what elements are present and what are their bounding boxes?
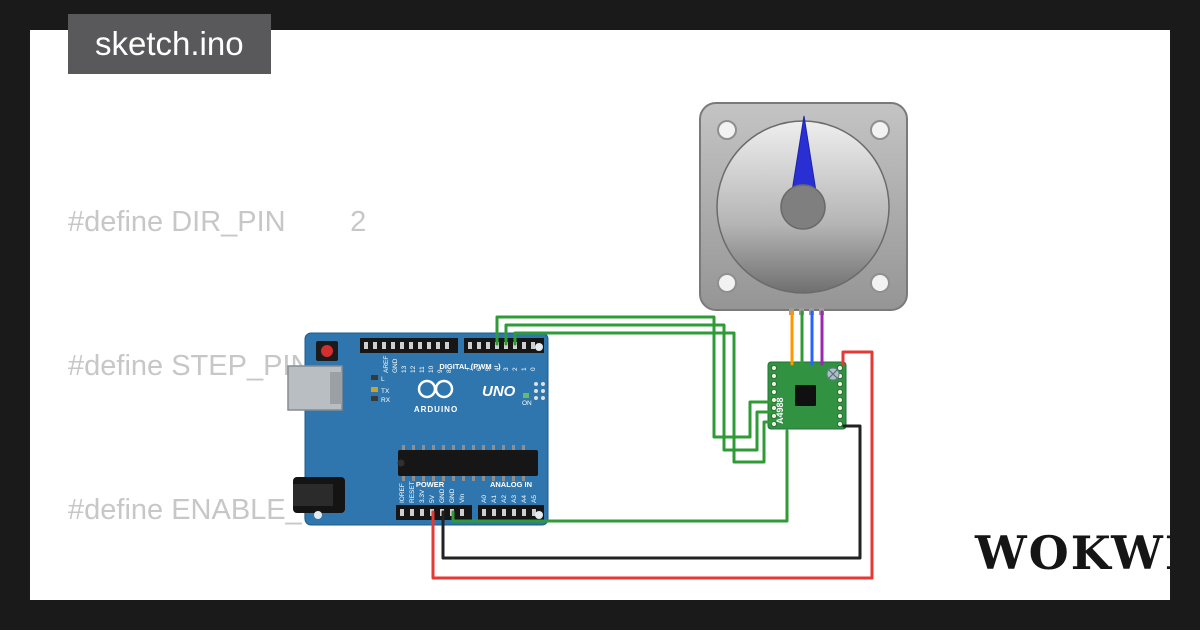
svg-text:2: 2	[512, 367, 519, 371]
a4988-driver[interactable]: A4988	[767, 361, 847, 430]
svg-text:A2: A2	[501, 495, 508, 503]
mounting-holes	[314, 343, 543, 519]
arduino-uno[interactable]: AREF GND 13 12 11 10 9 8 7 6 5 4 3 2 1 0	[287, 332, 549, 526]
power-jack-opening	[293, 484, 333, 506]
svg-text:GND: GND	[449, 488, 456, 503]
svg-text:13: 13	[401, 365, 408, 373]
svg-text:AREF: AREF	[383, 356, 390, 373]
svg-text:10: 10	[428, 365, 435, 373]
svg-text:Vin: Vin	[459, 493, 466, 503]
usb-lip	[330, 372, 342, 404]
svg-text:7: 7	[467, 367, 474, 371]
motor-screw-holes	[717, 120, 890, 293]
svg-text:GND: GND	[392, 358, 399, 373]
wires	[431, 310, 874, 580]
svg-text:12: 12	[410, 365, 417, 373]
a4988-potentiometer[interactable]	[826, 367, 840, 381]
led-tx-icon	[371, 387, 378, 392]
svg-text:5: 5	[485, 367, 492, 371]
analog-header	[478, 505, 544, 520]
a4988-pins-left	[771, 364, 778, 427]
digital-pin-labels: AREF GND 13 12 11 10 9 8 7 6 5 4 3 2 1 0	[383, 356, 537, 373]
svg-text:3.3V: 3.3V	[419, 489, 426, 503]
wire-gnd-black[interactable]	[441, 424, 862, 560]
analog-header-label: ANALOG IN	[490, 480, 532, 489]
svg-text:4: 4	[494, 367, 501, 371]
svg-text:GND: GND	[439, 488, 446, 503]
wire-gnd-green[interactable]	[451, 429, 789, 523]
led-on-icon	[523, 393, 529, 398]
svg-text:RX: RX	[381, 397, 391, 404]
a4988-pins-right	[837, 364, 844, 427]
svg-text:A4: A4	[521, 495, 528, 503]
stepper-motor[interactable]	[699, 102, 908, 315]
svg-text:RESET: RESET	[409, 481, 416, 503]
svg-text:0: 0	[530, 367, 537, 371]
svg-text:ON: ON	[522, 400, 532, 407]
motor-shaft	[780, 184, 826, 230]
svg-text:A1: A1	[491, 495, 498, 503]
svg-text:11: 11	[419, 366, 426, 373]
arduino-board	[304, 332, 549, 526]
wire-dir-green[interactable]	[513, 331, 773, 464]
svg-text:9: 9	[437, 369, 444, 373]
svg-text:3: 3	[503, 367, 510, 371]
svg-text:L: L	[381, 376, 385, 383]
svg-text:8: 8	[446, 369, 453, 373]
bottom-pin-labels: IOREF RESET 3.3V 5V GND GND Vin A0 A1 A2…	[399, 481, 538, 503]
wokwi-logo: WOKWI	[975, 526, 1170, 580]
status-leds: L TX RX ON	[371, 375, 532, 407]
brand-label: ARDUINO	[414, 405, 458, 414]
svg-text:A0: A0	[481, 495, 488, 503]
power-header-label: POWER	[416, 480, 445, 489]
svg-text:IOREF: IOREF	[399, 483, 406, 503]
wire-5v-red[interactable]	[431, 350, 874, 580]
svg-text:5V: 5V	[429, 494, 436, 503]
arduino-logo-icon	[417, 379, 454, 399]
led-rx-icon	[371, 396, 378, 401]
diagram-layer: AREF GND 13 12 11 10 9 8 7 6 5 4 3 2 1 0	[287, 102, 908, 580]
sketch-tab[interactable]: sketch.ino	[68, 14, 271, 74]
svg-text:6: 6	[476, 367, 483, 371]
svg-text:A5: A5	[531, 495, 538, 503]
a4988-label: A4988	[775, 397, 785, 424]
svg-text:1: 1	[521, 367, 528, 371]
diagram-canvas: #define DIR_PIN 2 #define STEP_PIN 3 #de…	[30, 30, 1170, 600]
svg-text:A3: A3	[511, 495, 518, 503]
wire-step-green[interactable]	[504, 323, 773, 452]
tab-title: sketch.ino	[95, 25, 244, 62]
model-label: UNO	[482, 383, 516, 400]
a4988-chip	[795, 385, 816, 406]
icsp-header	[534, 382, 545, 400]
reset-button[interactable]	[316, 341, 338, 361]
digital-header-label: DIGITAL (PWM ~)	[439, 362, 501, 371]
main-ic-chip	[397, 445, 538, 481]
svg-text:TX: TX	[381, 388, 390, 395]
code-line: #define DIR_PIN 2	[68, 206, 367, 238]
led-l-icon	[371, 375, 378, 380]
wire-enable-green[interactable]	[495, 315, 773, 439]
